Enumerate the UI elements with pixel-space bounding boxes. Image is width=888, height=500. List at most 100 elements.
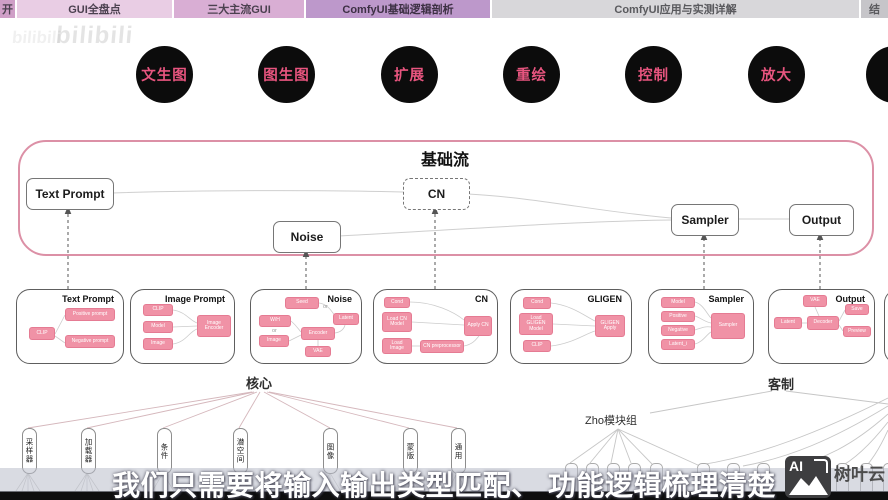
- mini-node-wh: W/H: [259, 315, 291, 327]
- frame-corner-icon: [814, 459, 828, 473]
- detail-box-sampler: Sampler Model Positive Negative Latent_i…: [648, 289, 754, 364]
- flow-node-noise: Noise: [273, 221, 341, 253]
- tab-label: 开: [2, 4, 13, 16]
- circle-txt2img: 文生图: [136, 46, 193, 103]
- tab-gui-overview[interactable]: GUI全盘点: [17, 0, 172, 18]
- tab-three-gui[interactable]: 三大主流GUI: [174, 0, 304, 18]
- connector-lines: [550, 302, 596, 347]
- circle-img2img: 图生图: [258, 46, 315, 103]
- detail-title: Image Prompt: [164, 294, 225, 304]
- category-box-latent: 潜空间: [233, 428, 248, 474]
- mini-node-preview: Preview: [843, 326, 871, 337]
- mini-node-model: Model: [661, 297, 695, 308]
- basic-flow-title: 基础流: [420, 152, 469, 169]
- circle-partial: [866, 46, 888, 103]
- mini-node-clip: CLIP: [143, 304, 173, 316]
- ai-logo: AI: [785, 456, 831, 498]
- mini-node-image: Image: [143, 338, 173, 350]
- detail-box-text-prompt: Text Prompt CLIP Positive prompt Negativ…: [16, 289, 124, 364]
- tab-label: ComfyUI应用与实测详解: [614, 4, 737, 16]
- mini-node-negative: Negative: [661, 325, 695, 336]
- mini-node-image-encoder: Image Encoder: [197, 315, 231, 337]
- category-box-samplers: 采样器: [22, 428, 37, 474]
- detail-title: Noise: [327, 294, 352, 304]
- mountain-icon: [789, 476, 828, 495]
- category-box-image: 图像: [323, 428, 338, 474]
- mini-node-positive: Positive: [661, 311, 695, 322]
- mini-node-gligen-apply: GLIGEN Apply: [595, 315, 625, 337]
- connector-lines: [694, 301, 712, 345]
- detail-title: Output: [835, 294, 866, 304]
- or-label: or: [272, 328, 277, 334]
- subtitle-band: [0, 468, 888, 492]
- subtitle: 我们只需要将输入输出类型匹配、 功能逻辑梳理清楚: [112, 470, 776, 500]
- circle-inpaint: 重绘: [503, 46, 560, 103]
- tab-label: 结: [869, 4, 880, 16]
- ai-logo-text: AI: [789, 458, 803, 474]
- zho-module-label: Zho模块组: [585, 415, 637, 427]
- mini-node-latent: Latent: [774, 317, 802, 329]
- tab-label: ComfyUI基础逻辑剖析: [342, 4, 454, 16]
- mini-node-cond: Cond: [523, 297, 551, 309]
- mini-node-encoder: Encoder: [301, 327, 335, 340]
- connector-lines: [802, 306, 846, 332]
- mini-node-clip: CLIP: [29, 327, 55, 340]
- mini-node-clip: CLIP: [523, 340, 551, 352]
- mini-node-cond: Cond: [384, 297, 410, 308]
- detail-title: Text Prompt: [62, 294, 114, 304]
- tab-comfyui-practice[interactable]: ComfyUI应用与实测详解: [492, 0, 859, 18]
- chapter-bar: 开 GUI全盘点 三大主流GUI ComfyUI基础逻辑剖析 ComfyUI应用…: [0, 0, 888, 18]
- tab-ending[interactable]: 结: [861, 0, 888, 18]
- mini-node-seed: Seed: [285, 297, 319, 309]
- brand-name: 树叶云: [834, 465, 885, 484]
- mini-node-model: Model: [143, 321, 173, 333]
- mini-node-cn-preprocessor: CN preprocessor: [420, 340, 464, 353]
- mini-node-latent: Latent: [333, 313, 359, 325]
- circle-label: 重绘: [516, 68, 547, 84]
- mini-node-positive-prompt: Positive prompt: [65, 308, 115, 321]
- mini-node-load-gligen-model: Load GLIGEN Model: [519, 313, 553, 335]
- flow-node-cn: CN: [403, 178, 470, 210]
- detail-box-gligen: GLIGEN Cond Load GLIGEN Model CLIP GLIGE…: [510, 289, 632, 364]
- flow-node-sampler: Sampler: [671, 204, 739, 236]
- custom-label: 客制: [768, 377, 795, 392]
- detail-title: GLIGEN: [587, 294, 622, 304]
- mini-node-apply-cn: Apply CN: [464, 316, 492, 336]
- detail-title: Sampler: [708, 294, 744, 304]
- mini-node-image: Image: [259, 335, 289, 347]
- detail-box-partial: [884, 289, 888, 364]
- flow-node-output: Output: [789, 204, 854, 236]
- mini-node-vae: VAE: [305, 346, 331, 357]
- mini-node-load-cn-model: Load CN Model: [382, 312, 412, 332]
- detail-box-noise: Noise Seed W/H Image Encoder VAE Latent …: [250, 289, 362, 364]
- detail-box-cn: CN Cond Load CN Model Load Image CN prep…: [373, 289, 498, 364]
- or-label: or: [323, 304, 328, 310]
- mini-node-sampler: Sampler: [711, 313, 745, 339]
- mini-node-save: Save: [845, 304, 869, 315]
- mini-node-load-image: Load Image: [382, 338, 412, 354]
- circle-control: 控制: [625, 46, 682, 103]
- connector-lines: [409, 301, 480, 347]
- circle-label: 图生图: [263, 68, 310, 84]
- detail-box-output: Output VAE Latent Decoder Save Preview: [768, 289, 875, 364]
- tab-label: GUI全盘点: [68, 4, 121, 16]
- circle-label: 放大: [761, 68, 792, 84]
- tab-intro[interactable]: 开: [0, 0, 15, 18]
- circle-label: 扩展: [394, 68, 425, 84]
- detail-box-image-prompt: Image Prompt CLIP Model Image Image Enco…: [130, 289, 235, 364]
- circle-upscale: 放大: [748, 46, 805, 103]
- tab-comfyui-logic-active[interactable]: ComfyUI基础逻辑剖析: [306, 0, 490, 18]
- flow-node-text-prompt: Text Prompt: [26, 178, 114, 210]
- basic-flow-frame: [18, 140, 874, 256]
- mini-node-decoder: Decoder: [807, 316, 839, 330]
- core-label: 核心: [246, 376, 273, 391]
- detail-title: CN: [475, 294, 488, 304]
- circle-outpaint: 扩展: [381, 46, 438, 103]
- connector-lines: [172, 309, 198, 345]
- connector-lines: [54, 314, 66, 344]
- mini-node-latent-image: Latent_i: [661, 339, 695, 350]
- circle-label: 文生图: [141, 68, 188, 84]
- mini-node-vae: VAE: [803, 295, 827, 307]
